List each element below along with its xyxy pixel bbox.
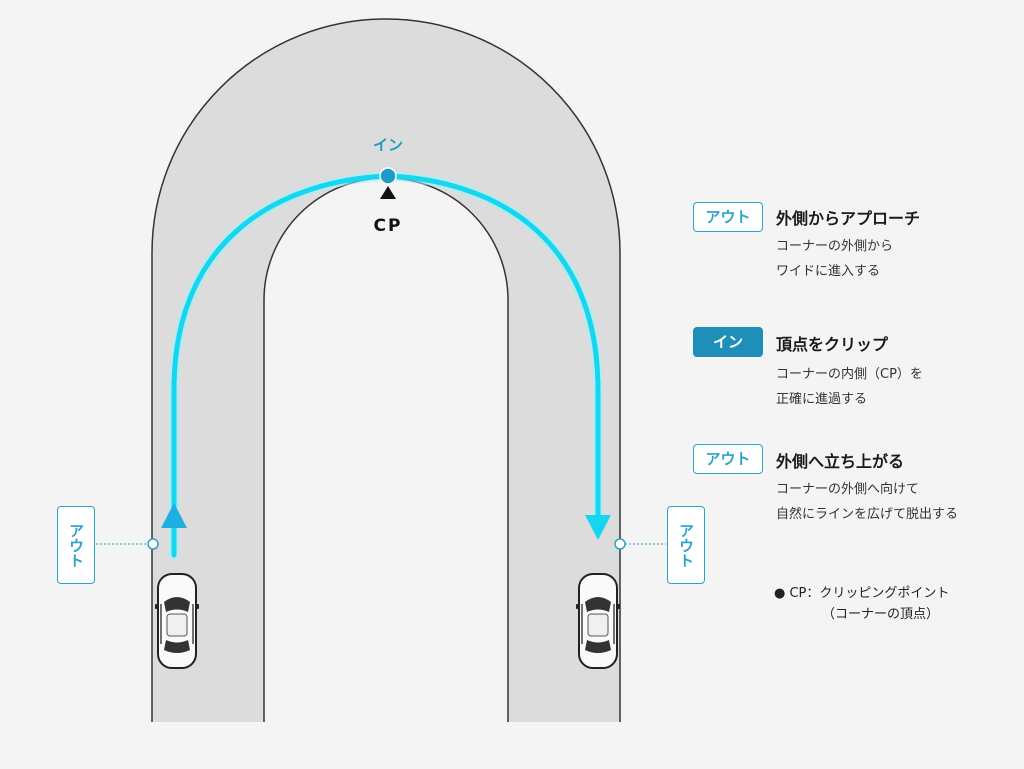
step3-tag: アウト	[693, 444, 763, 474]
road-inner-edge	[263, 177, 509, 722]
step2-desc-line1: コーナーの内側（CP）を	[776, 367, 923, 382]
step2-tag: イン	[693, 327, 763, 357]
step3-desc-line2: 自然にラインを広げて脱出する	[776, 507, 959, 522]
step1-desc-line2: ワイドに進入する	[776, 264, 881, 279]
left-leader-dot	[147, 538, 159, 550]
car-right-icon	[576, 573, 620, 669]
left-out-label: アウト	[57, 506, 95, 584]
step3-title: 外側へ立ち上がる	[776, 452, 905, 471]
step2-desc-line2: 正確に進過する	[776, 392, 868, 407]
step1-title: 外側からアプローチ	[776, 209, 921, 228]
car-left-icon	[155, 573, 199, 669]
cp-marker-icon	[380, 186, 396, 199]
road-outer-edge	[151, 18, 621, 722]
step2-title: 頂点をクリップ	[776, 335, 889, 354]
step1-tag: アウト	[693, 202, 763, 232]
apex-label: イン	[373, 136, 403, 154]
end-arrow-head	[585, 515, 611, 540]
cp-note-line2: （コーナーの頂点）	[822, 607, 940, 622]
road-surface	[152, 19, 620, 722]
step3-desc-line1: コーナーの外側へ向けて	[776, 482, 920, 497]
cp-label: CP	[374, 216, 403, 236]
apex-point	[379, 167, 397, 185]
step1-desc-line1: コーナーの外側から	[776, 239, 894, 254]
cp-note-line1: ● CP：クリッピングポイント	[774, 586, 950, 601]
right-leader-dot	[614, 538, 626, 550]
start-arrow-head	[161, 503, 187, 528]
right-out-label: アウト	[667, 506, 705, 584]
